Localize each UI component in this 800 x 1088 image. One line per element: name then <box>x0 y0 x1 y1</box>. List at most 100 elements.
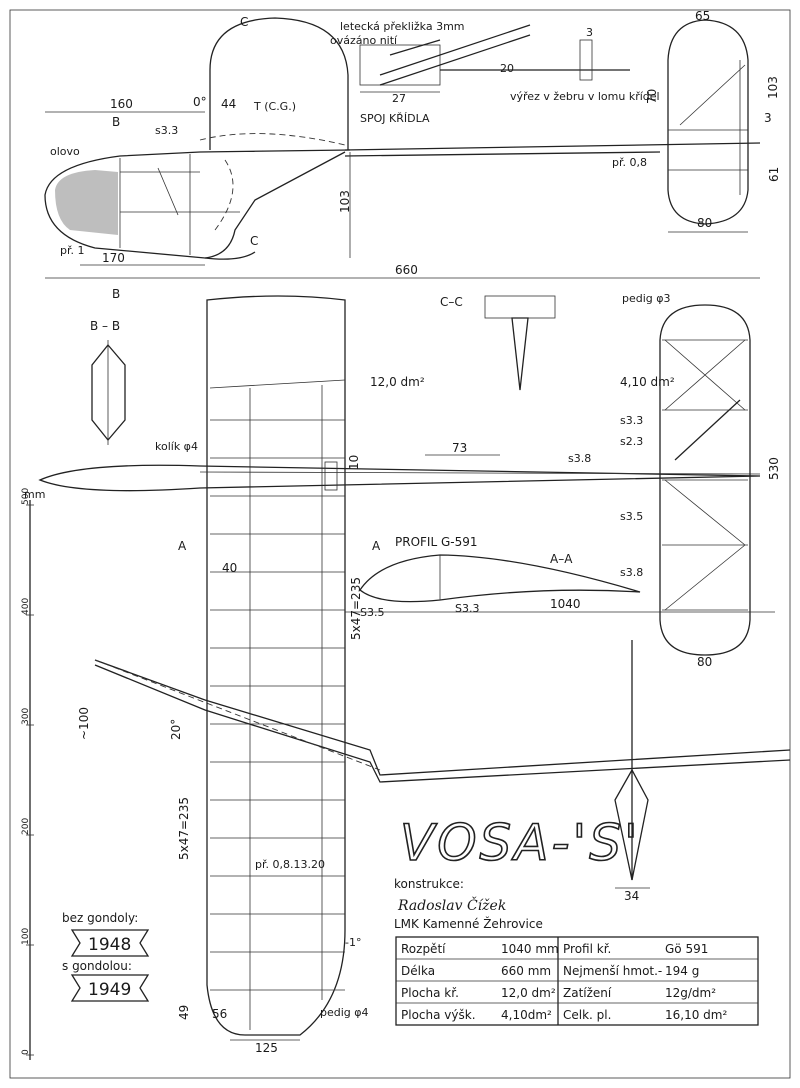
dihedral-angle: 20° <box>169 719 183 740</box>
pedig3-label: pedig φ3 <box>622 292 671 305</box>
dim-10: 10 <box>347 455 361 470</box>
side-dimensions: 160 0° 44 T (C.G.) s3.3 olovo př. 1 170 … <box>45 9 781 301</box>
plywood-note: letecká překližka 3mm <box>340 20 465 33</box>
fuselage-top <box>38 464 761 492</box>
section-bb: B – B <box>90 319 126 445</box>
badge-1948-frame <box>70 929 150 957</box>
rib-cut-note: výřez v žebru v lomu křídel <box>510 90 660 103</box>
with-gondola-label: s gondolou: <box>62 959 132 973</box>
wing-sheet-edge <box>209 379 346 389</box>
dim-34: 34 <box>624 889 639 903</box>
spec-table-cell: 660 mm <box>501 964 551 978</box>
joint-spars <box>379 24 531 86</box>
dim-160: 160 <box>110 97 133 111</box>
gondola-outline <box>44 149 351 259</box>
scale-tick-label: 400 <box>21 598 31 615</box>
gondola-inner-dash <box>214 159 234 231</box>
dim-80b: 80 <box>697 655 712 669</box>
kolik-label: kolík φ4 <box>155 440 198 453</box>
airfoil-outline <box>359 554 641 603</box>
year-badges: bez gondoly: 1948 s gondolou: 1949 <box>62 911 150 1002</box>
airfoil-profile: PROFIL G-591 A–A S3.5 S3.3 s3.8 <box>359 535 643 619</box>
spec-table-cell: Plocha výšk. <box>401 1008 476 1022</box>
pr08-label: př. 0,8 <box>612 156 647 169</box>
dim-3-text: 3 <box>586 26 593 39</box>
fin-brace <box>679 64 746 126</box>
wing-area-label: 12,0 dm² <box>370 375 425 389</box>
scale-tick-label: 500 <box>21 488 31 505</box>
cg-mark: T (C.G.) <box>253 100 296 113</box>
dim-65: 65 <box>695 9 710 23</box>
dim-40: 40 <box>222 561 237 575</box>
lead-ballast <box>55 170 118 235</box>
dim-56: 56 <box>212 1007 227 1021</box>
pedig4-label: pedig φ4 <box>320 1006 369 1019</box>
wing-profile-dash <box>199 133 346 146</box>
scale-tick-label: 200 <box>21 818 31 835</box>
wing-joint-label: SPOJ KŘÍDLA <box>360 112 430 125</box>
s33-stab-label: s3.3 <box>620 414 643 427</box>
dim-100: ~100 <box>77 707 91 740</box>
title-block: VOSA-'S' konstrukce: Radoslav Čížek LMK … <box>394 813 759 1026</box>
zero-deg: 0° <box>193 95 207 109</box>
spec-table-cell: 194 g <box>665 964 699 978</box>
designer-signature: Radoslav Čížek <box>397 895 506 914</box>
dim-49: 49 <box>177 1005 191 1020</box>
spec-table-cell: Gö 591 <box>665 942 708 956</box>
dim-27-text: 27 <box>392 92 406 105</box>
gondola-brace <box>157 167 179 216</box>
pr1-label: př. 1 <box>60 244 85 257</box>
wire-label: př. 0,8.13.20 <box>255 858 325 871</box>
without-gondola-label: bez gondoly: <box>62 911 138 925</box>
dim-660: 660 <box>395 263 418 277</box>
scale-tick-label: 300 <box>21 708 31 725</box>
section-cc: C–C <box>440 295 556 391</box>
tail-fin-side <box>667 19 749 225</box>
thread-note: ovázáno nití <box>330 34 398 47</box>
cut-b-bottom: B <box>112 287 120 301</box>
pylon-outline <box>209 17 349 150</box>
cut-c-bottom: C <box>250 234 258 248</box>
top-view <box>38 295 791 1036</box>
dim-1040: 1040 <box>550 597 581 611</box>
stabilizer-outline <box>659 304 751 656</box>
top-labels: 12,0 dm² 4,10 dm² pedig φ3 s3.3 s2.3 s3.… <box>77 292 781 1055</box>
dim-44: 44 <box>221 97 236 111</box>
wing-outline <box>206 295 346 1036</box>
s38b-label: s3.8 <box>620 566 643 579</box>
spec-table-cell: 12g/dm² <box>665 986 716 1000</box>
stab-area-label: 4,10 dm² <box>620 375 675 389</box>
badge-1949-frame <box>70 974 150 1002</box>
cut-c-top: C <box>240 15 248 29</box>
side-view <box>44 17 761 260</box>
cut-a-left: A <box>178 539 187 553</box>
fuselage-boom-lower <box>344 151 661 157</box>
cut-b-top: B <box>112 115 120 129</box>
rib-cut <box>579 39 593 81</box>
dim-103: 103 <box>338 190 352 213</box>
s38-label: s3.8 <box>568 452 591 465</box>
dihedral-reference <box>94 659 381 771</box>
spec-table-cell: Zatížení <box>563 986 612 1000</box>
dim-61: 61 <box>767 167 781 182</box>
spec-table-cell: 1040 mm <box>501 942 559 956</box>
cut-a-right: A <box>372 539 381 553</box>
dim-125: 125 <box>255 1041 278 1055</box>
dim-73: 73 <box>452 441 467 455</box>
s35b-label: S3.5 <box>360 606 384 619</box>
bb-label: B – B <box>90 319 120 333</box>
dim-70: 70 <box>645 89 659 104</box>
scale-unit: mm <box>24 488 45 501</box>
spec-table-cell: Nejmenší hmot.- <box>563 964 662 978</box>
fuselage-centerline <box>199 471 761 475</box>
gondola-skid <box>204 251 256 260</box>
dim-20-text: 20 <box>500 62 514 75</box>
spec-table-cell: Rozpětí <box>401 942 446 956</box>
spacing-bottom: 5x47=235 <box>177 797 191 860</box>
spec-table-cell: Profil kř. <box>563 942 611 956</box>
stab-braces <box>664 339 746 611</box>
wing-joint-detail: letecká překližka 3mm ovázáno nití výřez… <box>330 20 660 125</box>
